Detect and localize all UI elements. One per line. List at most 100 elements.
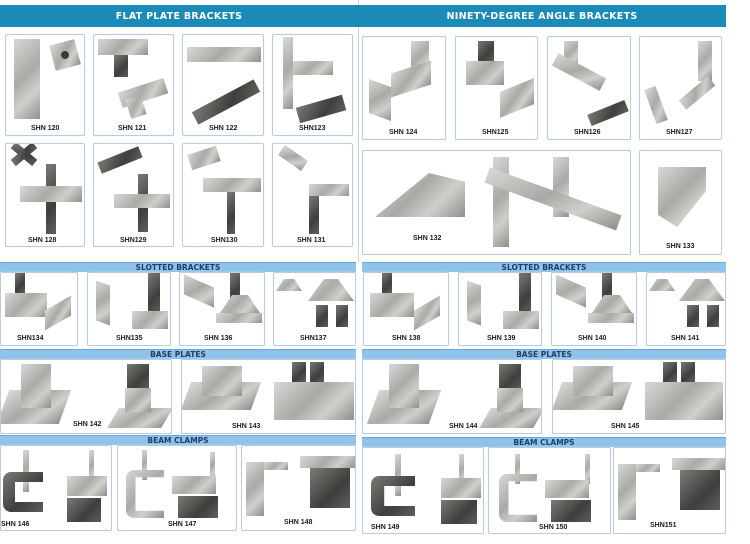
product-code: SHN151 [650, 522, 677, 529]
channel-image [336, 305, 348, 327]
slotted-angle-image [556, 274, 586, 308]
product-card-shn127[interactable]: SHN127 [639, 36, 722, 140]
product-card-shn138[interactable]: SHN 138 [363, 272, 449, 346]
channel-image [187, 47, 261, 62]
section-title: BASE PLATES [150, 350, 206, 359]
trapezoid-bracket-image [649, 279, 675, 291]
product-code: SHN 131 [297, 237, 326, 244]
gusset-image [592, 295, 632, 313]
product-code: SHN125 [482, 129, 509, 136]
channel-image [545, 480, 589, 498]
base-plate-image [645, 382, 723, 420]
product-card-shn135[interactable]: SHN135 [87, 272, 171, 346]
square-beam-image [310, 468, 350, 508]
product-code: SHN 132 [413, 235, 442, 242]
channel-image [114, 55, 128, 77]
product-card-shn132[interactable]: SHN 132 [362, 150, 631, 255]
l-clamp-image [618, 464, 636, 520]
square-post-image [681, 362, 695, 382]
product-card-shn150[interactable]: SHN 150 [488, 447, 611, 534]
product-code: SHN 142 [73, 421, 102, 428]
product-card-shn125[interactable]: SHN125 [455, 36, 538, 140]
channel-image [370, 293, 414, 317]
product-card-shn151[interactable]: SHN151 [613, 447, 726, 534]
base-plate-image [274, 382, 354, 420]
double-post-bracket-image [202, 366, 242, 396]
product-card-shn124[interactable]: SHN 124 [362, 36, 446, 140]
bolt-image [395, 454, 401, 496]
product-card-shn121[interactable]: SHN 121 [93, 34, 174, 136]
product-code: SHN137 [300, 335, 327, 342]
product-card-shn140[interactable]: SHN 140 [551, 272, 637, 346]
square-plate-image [49, 39, 81, 71]
product-code: SHN 140 [578, 335, 607, 342]
flat-plate-image [191, 79, 261, 125]
bolt-image [585, 454, 590, 484]
angle-bracket-image [369, 78, 391, 122]
post-bracket-image [21, 364, 51, 408]
product-card-shn139[interactable]: SHN 139 [458, 272, 542, 346]
trapezoid-bracket-image [679, 279, 725, 301]
square-post-image [310, 362, 324, 382]
product-code: SHN127 [666, 129, 693, 136]
square-post-image [499, 364, 521, 390]
flat-plate-brackets-header: FLAT PLATE BRACKETS [0, 5, 358, 27]
channel-image [519, 273, 531, 313]
product-card-shn130[interactable]: SHN130 [182, 143, 264, 247]
beam-clamps-header-right: BEAM CLAMPS [362, 437, 726, 447]
bolt-image [515, 454, 520, 484]
gusset-bracket-image [375, 173, 465, 217]
product-card-shn147[interactable]: SHN 147 [117, 445, 237, 531]
channel-image [203, 178, 261, 192]
product-card-shn137[interactable]: SHN137 [273, 272, 356, 346]
product-code: SHN 121 [118, 125, 147, 132]
product-card-shn126[interactable]: SHN126 [547, 36, 631, 140]
product-code: SHN 124 [389, 129, 418, 136]
product-card-shn142[interactable]: SHN 142 [0, 359, 172, 434]
product-code: SHN 149 [371, 524, 400, 531]
product-card-shn134[interactable]: SHN134 [0, 272, 78, 346]
product-card-shn145[interactable]: SHN 145 [552, 359, 726, 434]
product-card-shn120[interactable]: SHN 120 [5, 34, 85, 136]
c-clamp-image [3, 472, 43, 512]
ninety-degree-header: NINETY-DEGREE ANGLE BRACKETS [358, 5, 726, 27]
product-card-shn133[interactable]: SHN 133 [639, 150, 722, 255]
base-plates-header-right: BASE PLATES [362, 349, 726, 359]
product-card-shn146[interactable]: SHN 146 [0, 445, 112, 531]
section-title: BEAM CLAMPS [513, 438, 575, 447]
slotted-angle-image [414, 295, 440, 331]
product-card-shn128[interactable]: SHN 128 [5, 143, 85, 247]
product-card-shn136[interactable]: SHN 136 [179, 272, 265, 346]
product-card-shn131[interactable]: SHN 131 [272, 143, 353, 247]
channel-image [391, 60, 431, 98]
column-divider [358, 0, 359, 262]
product-card-shn122[interactable]: SHN 122 [182, 34, 264, 136]
product-code: SHN 122 [209, 125, 238, 132]
product-card-shn143[interactable]: SHN 143 [181, 359, 356, 434]
flat-plate-image [97, 146, 143, 174]
square-beam-image [680, 470, 720, 510]
channel-image [114, 194, 170, 208]
section-title: SLOTTED BRACKETS [135, 263, 221, 272]
product-card-shn144[interactable]: SHN 144 [362, 359, 542, 434]
slotted-brackets-header-left: SLOTTED BRACKETS [0, 262, 356, 272]
product-card-shn149[interactable]: SHN 149 [362, 447, 484, 534]
channel-image [309, 184, 349, 196]
product-card-shn129[interactable]: SHN129 [93, 143, 174, 247]
channel-image [687, 305, 699, 327]
channel-image [707, 305, 719, 327]
product-card-shn141[interactable]: SHN 141 [646, 272, 726, 346]
channel-image [67, 476, 107, 496]
channel-image [172, 476, 216, 494]
product-code: SHN 146 [1, 521, 30, 528]
product-code: SHN 150 [539, 524, 568, 531]
product-code: SHN129 [120, 237, 147, 244]
product-code: SHN 136 [204, 335, 233, 342]
product-card-shn148[interactable]: SHN 148 [241, 445, 356, 531]
channel-image [216, 313, 262, 323]
beam-image [441, 500, 477, 524]
channel-image [15, 273, 25, 293]
post-sleeve-image [125, 388, 151, 412]
post-bracket-image [389, 364, 419, 408]
product-card-shn123[interactable]: SHN123 [272, 34, 353, 136]
